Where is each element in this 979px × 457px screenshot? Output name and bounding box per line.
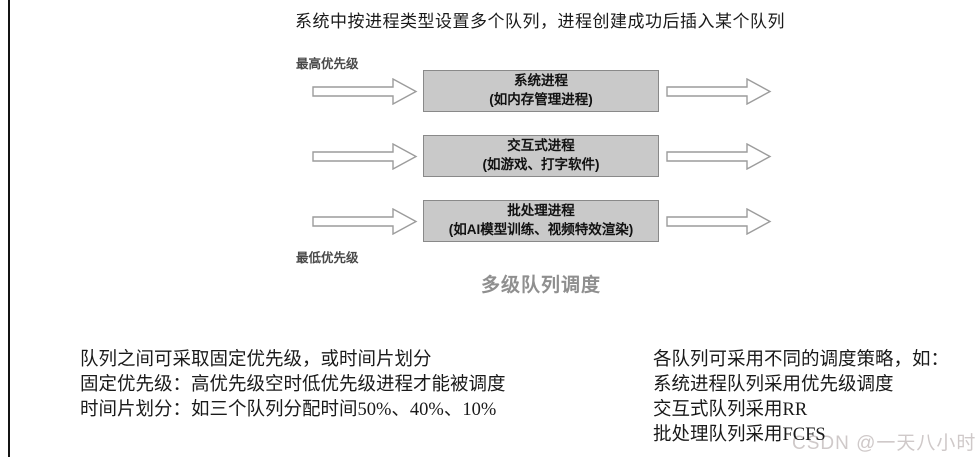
right-arrow-icon	[666, 78, 772, 105]
right-arrow-icon	[666, 208, 772, 235]
watermark: CSDN @一天八小时	[792, 433, 977, 454]
note-line: 时间片划分：如三个队列分配时间50%、40%、10%	[80, 400, 497, 420]
right-arrow-icon	[312, 78, 418, 105]
note-line: 固定优先级：高优先级空时低优先级进程才能被调度	[80, 375, 506, 395]
lowest-priority-label: 最低优先级	[296, 251, 359, 265]
note-line: 交互式队列采用RR	[653, 400, 808, 420]
notes-right-block: 各队列可采用不同的调度策略，如： 系统进程队列采用优先级调度 交互式队列采用RR…	[653, 348, 949, 448]
left-border-line	[8, 0, 10, 457]
right-arrow-icon	[312, 208, 418, 235]
page-title: 系统中按进程类型设置多个队列，进程创建成功后插入某个队列	[295, 12, 785, 31]
queue-box-interactive: 交互式进程 (如游戏、打字软件)	[423, 135, 659, 177]
right-arrow-icon	[666, 143, 772, 170]
note-line: 各队列可采用不同的调度策略，如：	[653, 350, 950, 370]
notes-left-block: 队列之间可采取固定优先级，或时间片划分 固定优先级：高优先级空时低优先级进程才能…	[80, 348, 506, 423]
queue-example: (如AI模型训练、视频特效渲染)	[448, 222, 634, 237]
queue-example: (如内存管理进程)	[489, 92, 593, 107]
highest-priority-label: 最高优先级	[296, 57, 359, 71]
diagram-caption: 多级队列调度	[480, 275, 601, 296]
note-line: 队列之间可采取固定优先级，或时间片划分	[80, 350, 432, 370]
queue-box-system: 系统进程 (如内存管理进程)	[423, 70, 659, 112]
queue-name: 系统进程	[514, 73, 568, 89]
queue-name: 交互式进程	[507, 138, 575, 154]
note-line: 系统进程队列采用优先级调度	[653, 375, 894, 395]
right-arrow-icon	[312, 143, 418, 170]
note-line: 批处理队列采用FCFS	[653, 425, 826, 445]
queue-name: 批处理进程	[507, 203, 575, 219]
queue-box-batch: 批处理进程 (如AI模型训练、视频特效渲染)	[423, 200, 659, 242]
queue-example: (如游戏、打字软件)	[482, 157, 600, 172]
